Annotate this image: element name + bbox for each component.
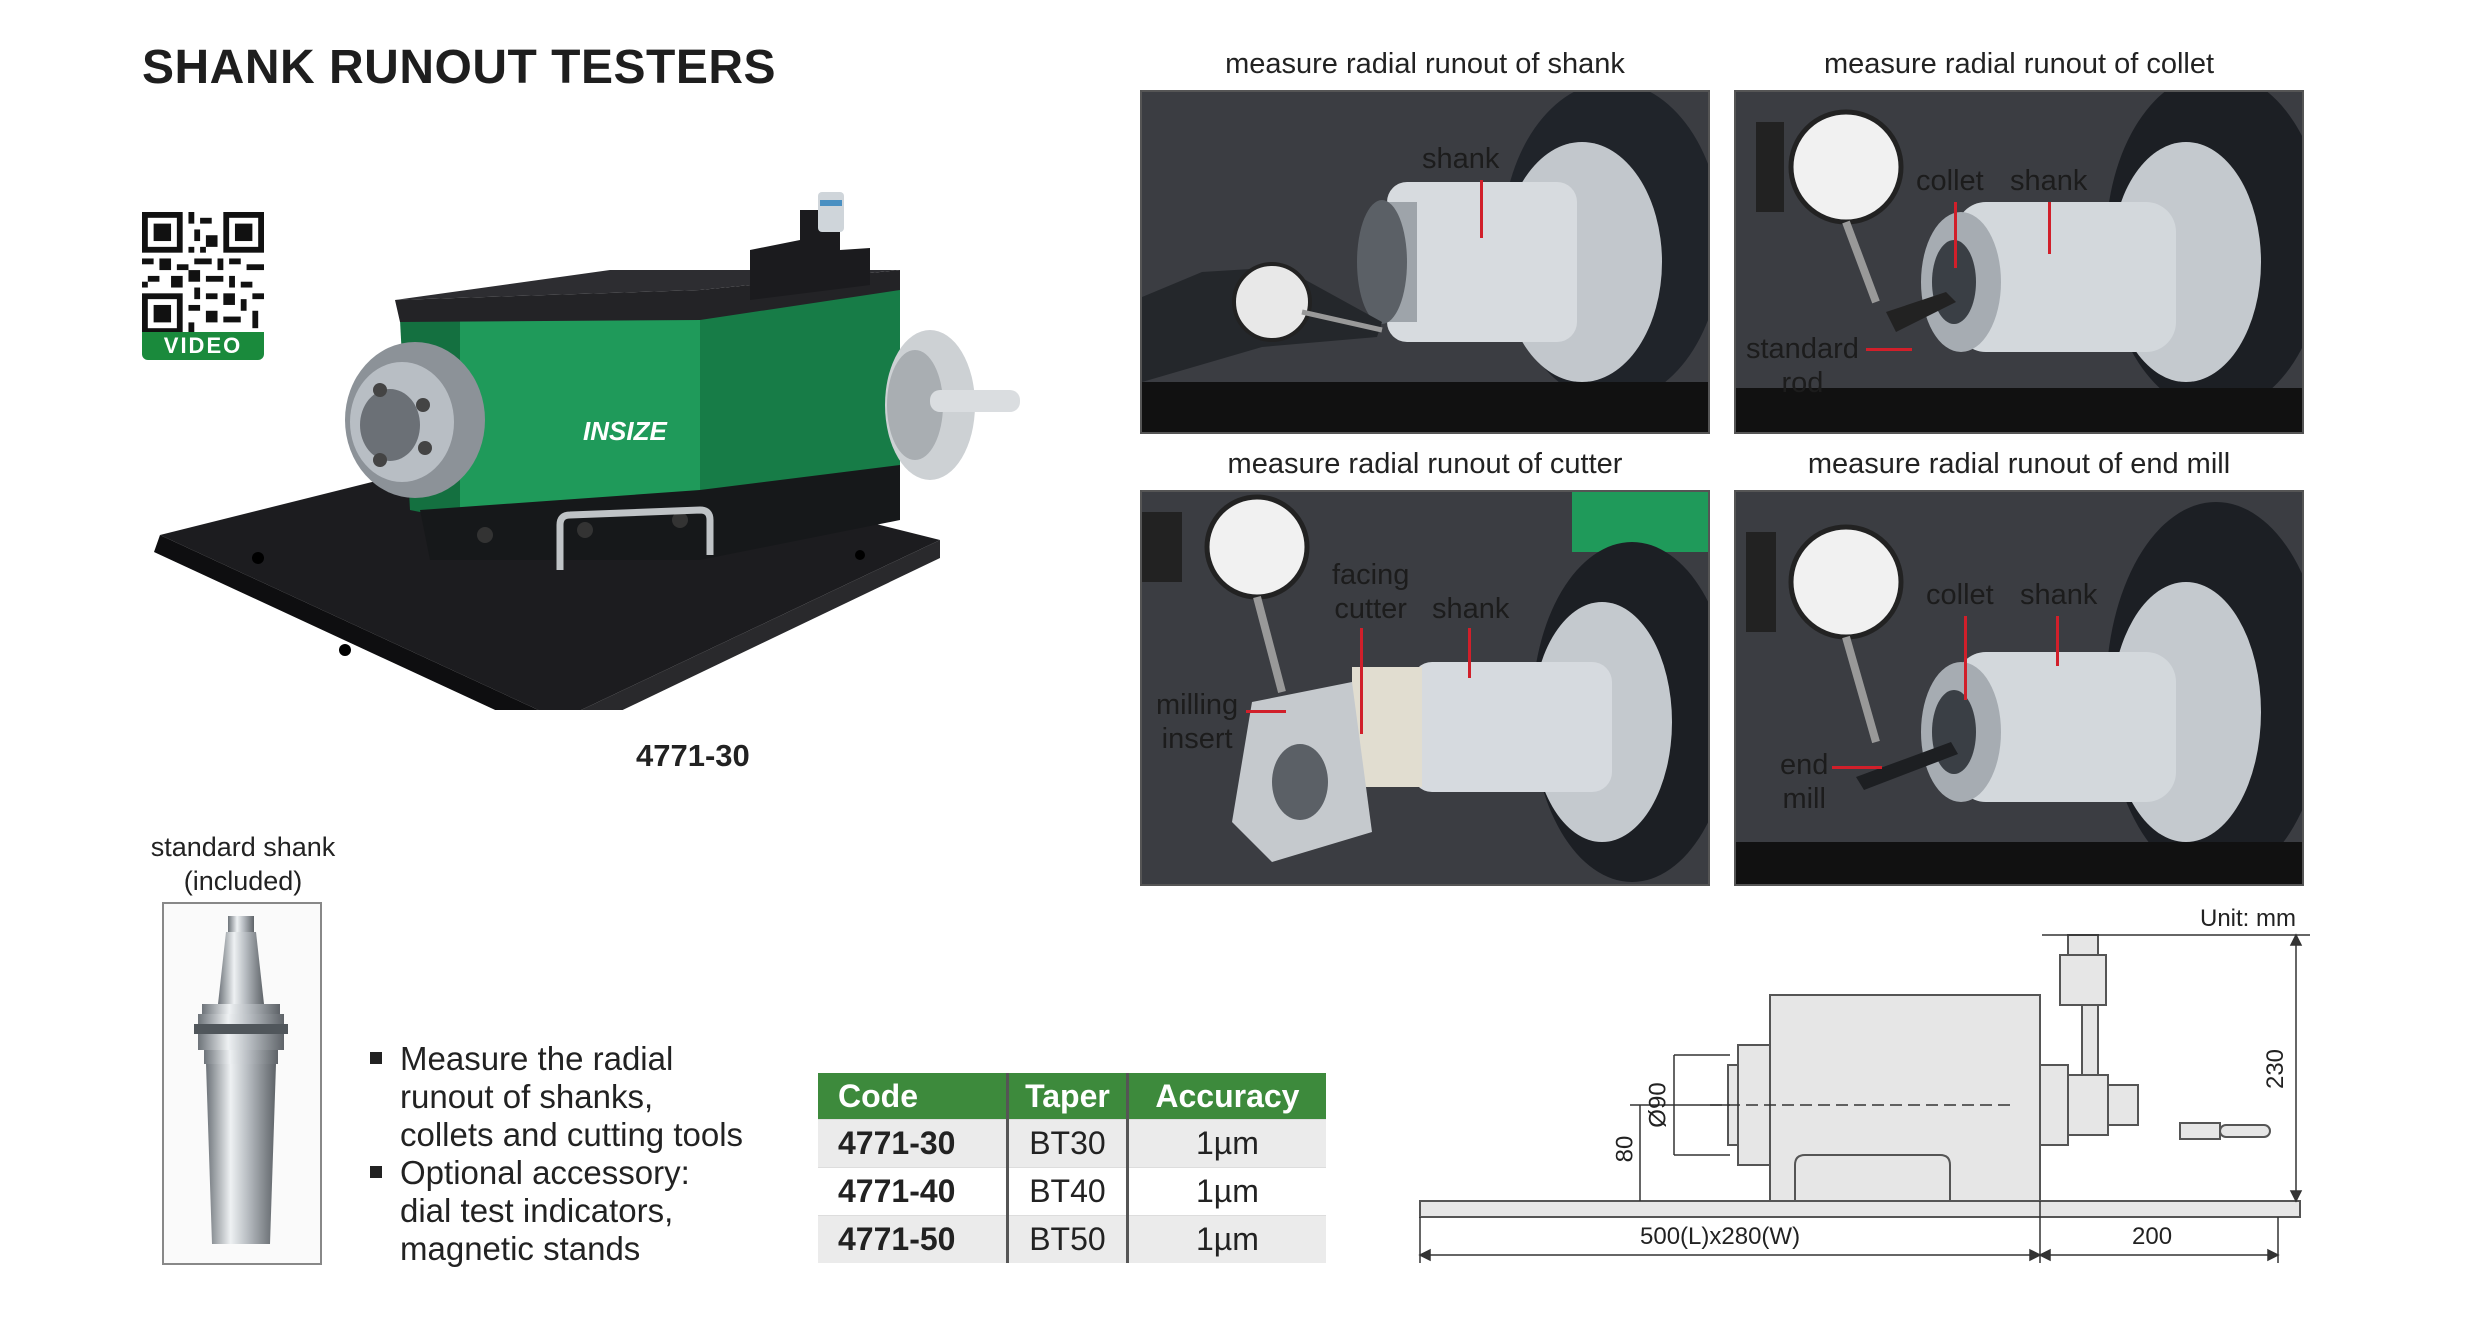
cell-taper: BT50	[1006, 1215, 1128, 1263]
green-housing	[460, 310, 700, 520]
shank-caption: standard shank (included)	[150, 832, 336, 896]
table-row: 4771-50 BT50 1µm	[818, 1215, 1326, 1263]
photo-panel-cutter: facing cutter shank milling insert	[1140, 490, 1710, 886]
model-number: 4771-30	[636, 738, 750, 773]
label-shank: shank	[2020, 579, 2098, 611]
dim-center-label: 80	[1611, 1135, 1639, 1163]
callout-line	[1866, 348, 1912, 351]
label-facing-cutter: facing cutter	[1332, 559, 1410, 625]
label-standard-rod: standard rod	[1746, 333, 1859, 399]
callout-line	[1468, 628, 1471, 678]
label-collet: collet	[1926, 579, 1994, 611]
qr-code[interactable]: VIDEO	[142, 212, 264, 360]
label-milling-insert: milling insert	[1156, 689, 1239, 755]
callout-line	[1964, 616, 1967, 700]
label-shank: shank	[1422, 143, 1500, 175]
cell-code: 4771-40	[818, 1167, 1008, 1216]
bullet-icon	[370, 1052, 382, 1064]
shank-image	[162, 902, 322, 1265]
callout-line	[1480, 180, 1483, 238]
label-shank: shank	[2010, 165, 2088, 197]
table-row: 4771-30 BT30 1µm	[818, 1119, 1326, 1168]
feature-item: Optional accessory: dial test indicators…	[368, 1154, 743, 1268]
col-taper: Taper	[1006, 1073, 1128, 1120]
panel-caption-cutter: measure radial runout of cutter	[1227, 448, 1623, 480]
table-header-row: Code Taper Accuracy	[818, 1073, 1326, 1120]
callout-line	[1360, 628, 1363, 734]
dim-base-label: 500(L)x280(W)	[1640, 1223, 1801, 1250]
cell-code: 4771-30	[818, 1119, 1008, 1168]
cell-accuracy: 1µm	[1125, 1215, 1326, 1263]
label-collet: collet	[1916, 165, 1984, 197]
col-code: Code	[818, 1073, 1008, 1120]
cell-taper: BT30	[1006, 1119, 1128, 1168]
callout-line	[2056, 616, 2059, 666]
cell-taper: BT40	[1006, 1167, 1128, 1216]
table-row: 4771-40 BT40 1µm	[818, 1167, 1326, 1216]
panel-caption-shank: measure radial runout of shank	[1225, 48, 1625, 80]
photo-panel-end-mill: collet shank end mill	[1734, 490, 2304, 886]
callout-line	[1246, 710, 1286, 713]
label-end-mill: end mill	[1780, 749, 1829, 815]
dimension-drawing: Unit: mm 500(L)x280(W) 200 230 80 Ø90	[1410, 905, 2310, 1275]
bullet-icon	[370, 1166, 382, 1178]
video-badge: VIDEO	[142, 332, 264, 360]
feature-list: Measure the radial runout of shanks, col…	[368, 1040, 743, 1268]
dim-height-label: 230	[2262, 1048, 2290, 1090]
photo-panel-shank: shank	[1140, 90, 1710, 434]
cell-accuracy: 1µm	[1125, 1119, 1326, 1168]
unit-label: Unit: mm	[2200, 905, 2296, 932]
page-title: SHANK RUNOUT TESTERS	[142, 41, 777, 94]
panel-caption-collet: measure radial runout of collet	[1823, 48, 2215, 80]
spec-table: Code Taper Accuracy 4771-30 BT30 1µm 477…	[818, 1073, 1326, 1263]
col-accuracy: Accuracy	[1125, 1073, 1326, 1120]
panel-caption-end-mill: measure radial runout of end mill	[1807, 448, 2231, 480]
brand-logo: INSIZE	[583, 416, 667, 446]
cell-accuracy: 1µm	[1125, 1167, 1326, 1216]
feature-item: Measure the radial runout of shanks, col…	[368, 1040, 743, 1154]
dim-diameter-label: Ø90	[1644, 1082, 1672, 1128]
dim-extension-label: 200	[2132, 1223, 2173, 1250]
callout-line	[1954, 202, 1957, 268]
label-shank: shank	[1432, 593, 1510, 625]
callout-line	[2048, 202, 2051, 254]
qr-code-icon	[142, 212, 264, 334]
photo-panel-collet: collet shank standard rod	[1734, 90, 2304, 434]
product-image: INSIZE	[154, 192, 1020, 710]
cell-code: 4771-50	[818, 1215, 1008, 1263]
callout-line	[1832, 766, 1882, 769]
